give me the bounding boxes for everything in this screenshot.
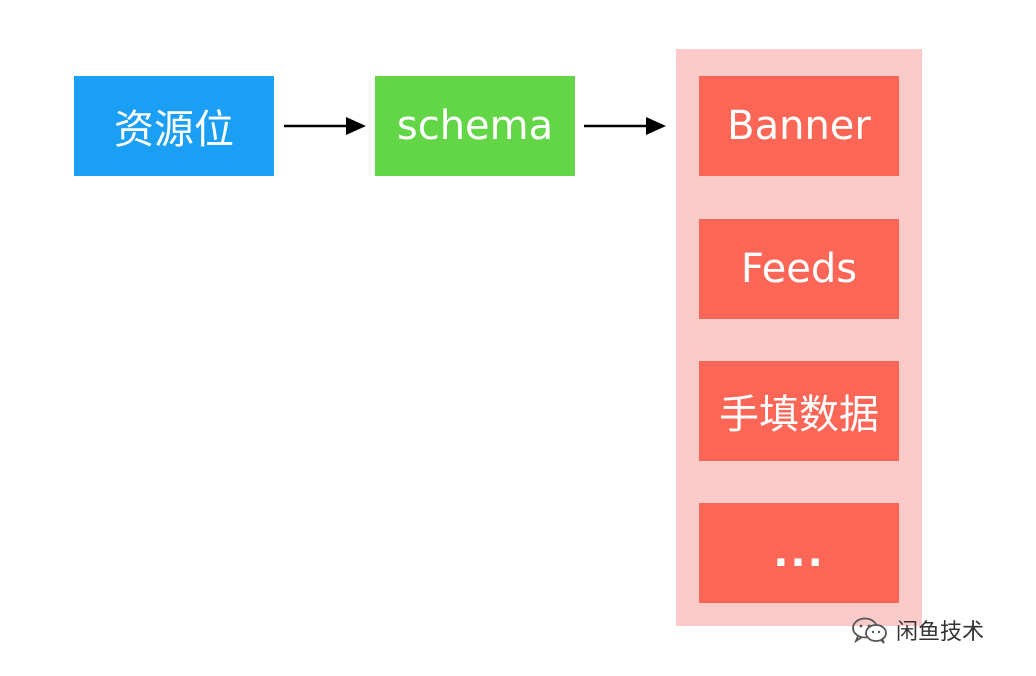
type-node-feeds: Feeds (699, 219, 899, 319)
arrow-source-to-schema (284, 117, 366, 135)
type-label: ... (773, 530, 825, 576)
watermark-text: 闲鱼技术 (896, 620, 985, 645)
type-node-manual-data: 手填数据 (699, 361, 899, 461)
type-node-banner: Banner (699, 76, 899, 176)
watermark: 闲鱼技术 (850, 614, 984, 646)
type-label: Banner (727, 103, 871, 149)
schema-label: schema (396, 103, 554, 149)
wechat-icon (852, 617, 887, 644)
resource-slot-label: 资源位 (114, 107, 234, 153)
type-node-more: ... (699, 503, 899, 603)
data-type-panel: Banner Feeds 手填数据 ... (676, 49, 922, 626)
schema-node: schema (375, 76, 575, 176)
type-label: Feeds (740, 246, 858, 292)
arrow-schema-to-types (584, 117, 666, 135)
type-label: 手填数据 (719, 392, 879, 438)
resource-slot-node: 资源位 (74, 76, 274, 176)
